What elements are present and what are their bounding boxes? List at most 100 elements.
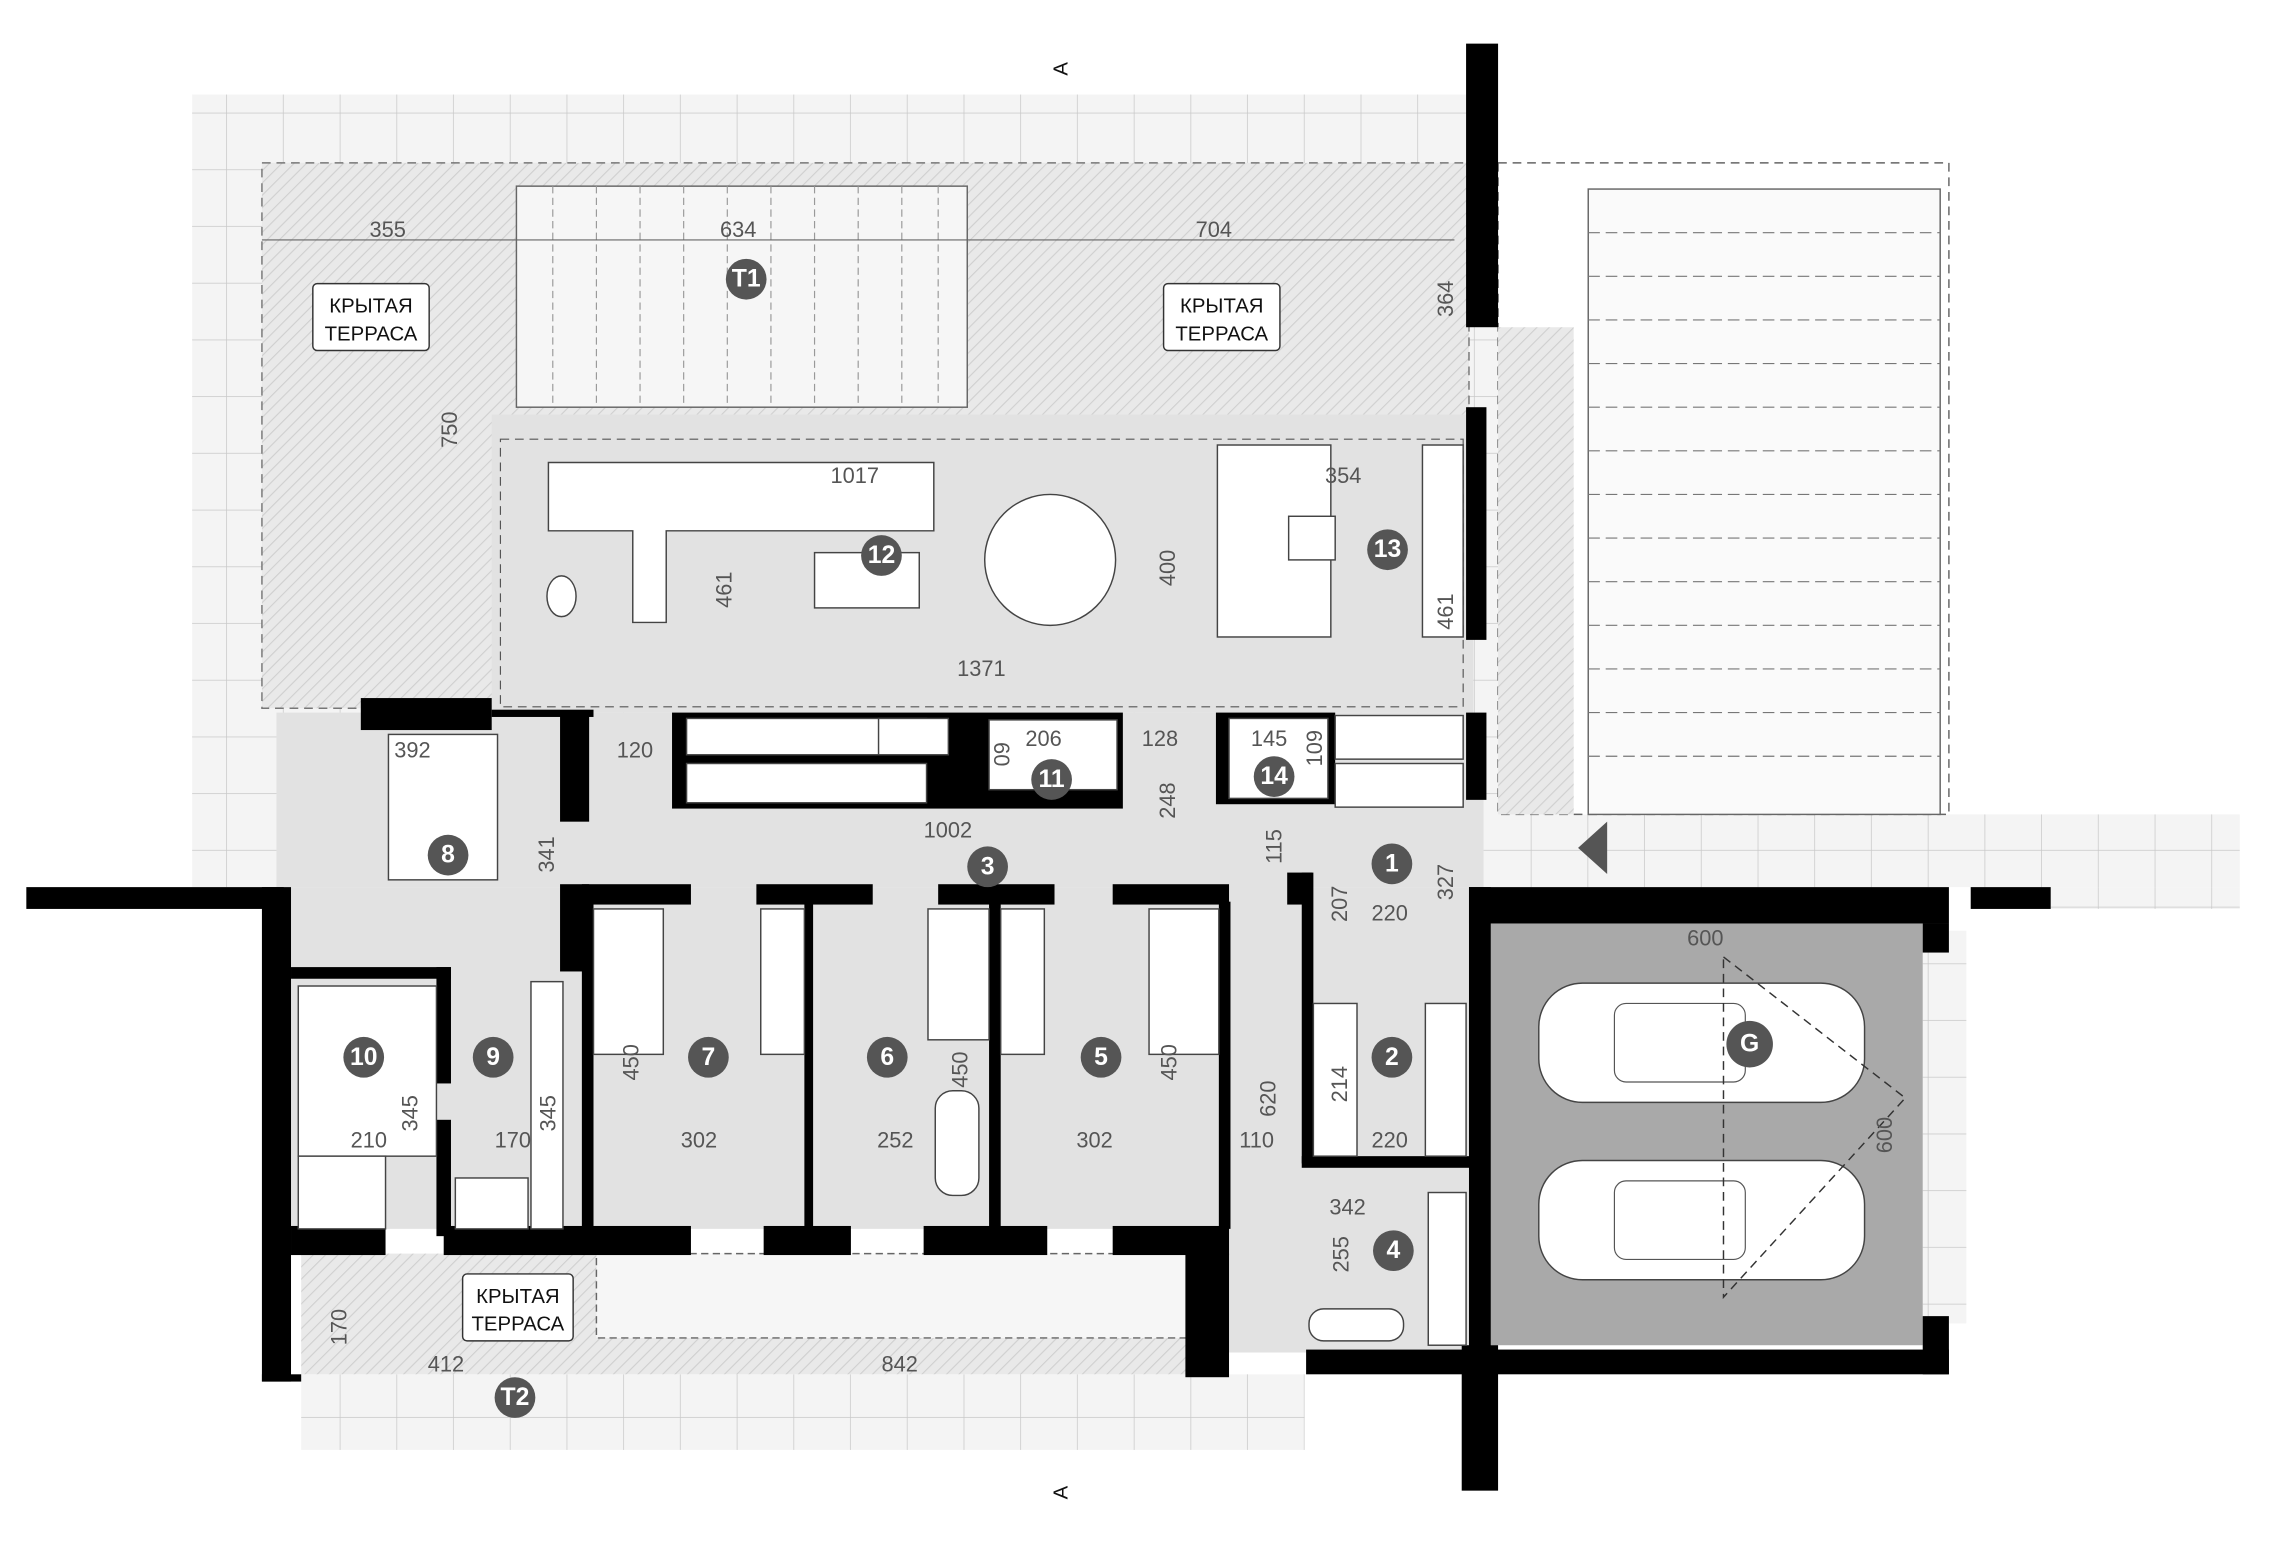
dimension: 1017	[831, 463, 880, 488]
dimension-labels: 355 634 704 364 750 1017 354 461 400 461…	[326, 217, 1897, 1376]
covered-terrace-t2	[301, 1252, 1196, 1375]
dimension: 355	[370, 217, 406, 242]
dimension: 345	[536, 1095, 561, 1131]
svg-text:12: 12	[868, 542, 896, 569]
room-marker-9: 9	[472, 1036, 514, 1078]
room-marker-10: 10	[343, 1036, 385, 1078]
svg-text:ТЕРРАСА: ТЕРРАСА	[1175, 323, 1268, 345]
svg-text:7: 7	[702, 1044, 716, 1071]
dimension: 170	[495, 1127, 531, 1152]
dimension: 09	[989, 742, 1014, 766]
room-marker-8: 8	[427, 834, 469, 876]
dimension: 704	[1196, 217, 1232, 242]
dimension: 255	[1328, 1236, 1353, 1272]
walls	[26, 43, 2051, 1491]
svg-text:14: 14	[1260, 763, 1288, 790]
room-marker-13: 13	[1367, 529, 1408, 571]
dimension: 450	[1157, 1044, 1182, 1080]
dimension: 220	[1372, 901, 1408, 926]
svg-text:T2: T2	[501, 1384, 530, 1411]
svg-text:T1: T1	[732, 266, 761, 293]
section-marker-top: A	[1051, 62, 1073, 76]
dimension: 1002	[924, 818, 973, 843]
room-marker-4: 4	[1373, 1230, 1414, 1272]
dimension: 145	[1251, 726, 1287, 751]
svg-text:1: 1	[1385, 850, 1399, 877]
terrace-label: КРЫТАЯ ТЕРРАСА	[1162, 282, 1281, 352]
dimension: 354	[1325, 463, 1361, 488]
dimension: 327	[1433, 864, 1458, 900]
room-marker-11: 11	[1031, 759, 1072, 800]
room-marker-14: 14	[1253, 756, 1295, 797]
terrace-label: КРЫТАЯ ТЕРРАСА	[312, 282, 430, 352]
car	[1538, 982, 1866, 1104]
dimension: 128	[1142, 726, 1178, 751]
dimension: 450	[947, 1051, 972, 1087]
car	[1538, 1159, 1866, 1281]
svg-text:4: 4	[1386, 1237, 1400, 1264]
dimension: 842	[881, 1351, 917, 1376]
dimension: 115	[1261, 829, 1286, 864]
svg-text:10: 10	[350, 1044, 377, 1071]
svg-text:КРЫТАЯ: КРЫТАЯ	[329, 296, 413, 318]
dimension: 600	[1872, 1117, 1897, 1153]
svg-text:11: 11	[1039, 766, 1065, 793]
svg-text:КРЫТАЯ: КРЫТАЯ	[476, 1286, 560, 1308]
svg-text:G: G	[1740, 1031, 1759, 1058]
dimension: 461	[1433, 593, 1458, 629]
dimension: 400	[1155, 550, 1180, 586]
dimension: 302	[1076, 1127, 1112, 1152]
dimension: 214	[1327, 1066, 1352, 1102]
room-marker-t2: T2	[494, 1377, 536, 1418]
dimension: 302	[681, 1127, 717, 1152]
dimension: 461	[712, 572, 737, 608]
dimension: 412	[428, 1351, 464, 1376]
room-marker-7: 7	[688, 1036, 729, 1078]
dimension: 450	[619, 1044, 644, 1080]
dimension: 120	[617, 738, 653, 763]
section-marker-bottom: A	[1051, 1485, 1073, 1499]
pergola-right	[1497, 162, 1950, 816]
room-marker-5: 5	[1080, 1036, 1122, 1078]
room-marker-12: 12	[861, 535, 902, 576]
dimension: 210	[351, 1127, 387, 1152]
room-marker-1: 1	[1371, 843, 1413, 885]
storage-block	[672, 712, 1464, 809]
dimension: 634	[720, 217, 756, 242]
svg-text:9: 9	[486, 1044, 500, 1071]
terrace-label: КРЫТАЯ ТЕРРАСА	[461, 1273, 574, 1342]
svg-text:13: 13	[1374, 536, 1402, 563]
dimension: 342	[1329, 1194, 1365, 1219]
room-marker-garage: G	[1726, 1020, 1773, 1068]
svg-text:КРЫТАЯ: КРЫТАЯ	[1180, 296, 1264, 318]
room-marker-6: 6	[866, 1036, 908, 1078]
dimension: 1371	[957, 656, 1006, 681]
dimension: 620	[1256, 1081, 1281, 1117]
dimension: 248	[1155, 782, 1180, 818]
room-marker-3: 3	[967, 846, 1008, 888]
svg-text:ТЕРРАСА: ТЕРРАСА	[471, 1314, 564, 1336]
dimension: 109	[1302, 730, 1327, 766]
svg-text:2: 2	[1385, 1044, 1399, 1071]
entrance-arrow-icon	[1578, 821, 1608, 875]
room-marker-t1: T1	[725, 258, 767, 300]
room-markers: 1 2 3 4 5 6 7 8 9 10 11 12 13 14 G T1 T2	[343, 258, 1773, 1418]
dimension: 392	[394, 738, 430, 763]
dimension: 220	[1372, 1127, 1408, 1152]
dimension: 252	[877, 1127, 913, 1152]
svg-text:3: 3	[981, 853, 995, 880]
room-marker-2: 2	[1371, 1036, 1413, 1078]
dimension: 345	[398, 1095, 423, 1131]
dimension: 207	[1327, 886, 1352, 922]
dimension: 341	[534, 836, 559, 872]
svg-text:8: 8	[441, 842, 455, 869]
dimension: 364	[1433, 281, 1458, 317]
svg-text:5: 5	[1094, 1044, 1108, 1071]
dimension: 170	[326, 1309, 351, 1345]
dimension: 750	[437, 412, 462, 448]
dimension: 600	[1687, 925, 1723, 950]
svg-text:ТЕРРАСА: ТЕРРАСА	[325, 323, 418, 345]
bedroom-furniture	[297, 733, 1467, 1346]
dimension: 206	[1025, 726, 1061, 751]
